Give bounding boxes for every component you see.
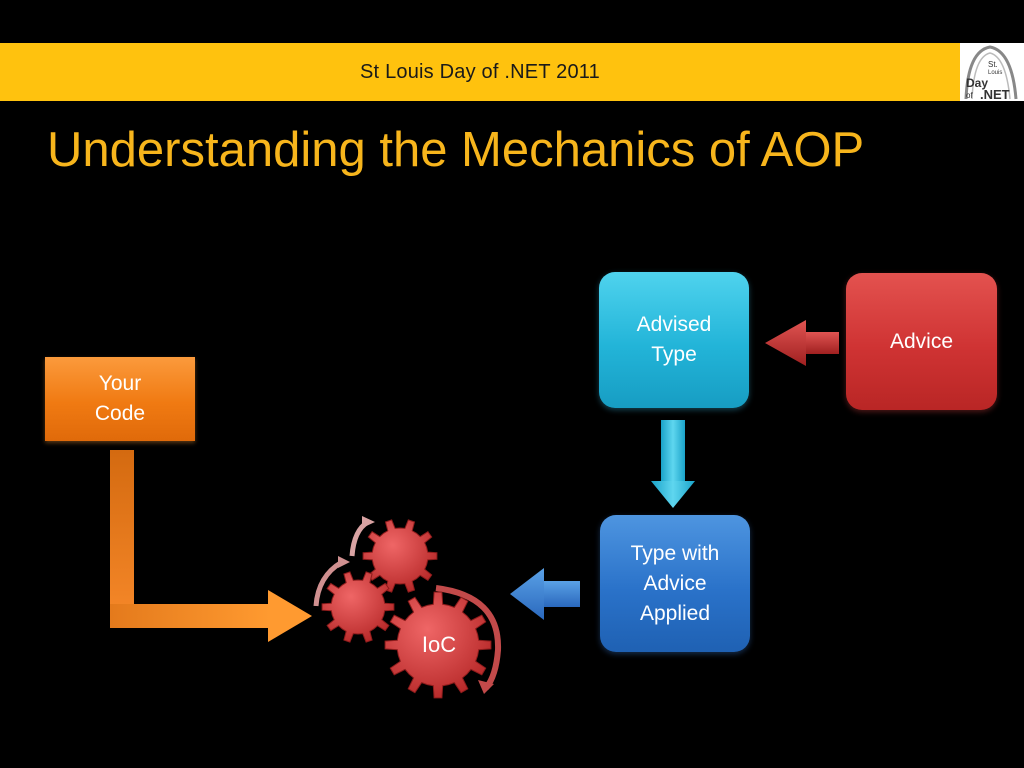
gear-body <box>321 571 395 643</box>
advice-to-advised-type-arrow <box>765 320 839 366</box>
advised-type-to-type-with-advice-arrow <box>651 420 695 508</box>
gear-body <box>384 591 492 699</box>
gear-top-icon <box>362 519 438 593</box>
logo-text-net: .NET <box>980 87 1010 101</box>
your-code-node: Your Code <box>45 357 195 441</box>
event-logo: St. Louis Day of .NET <box>960 43 1024 102</box>
advised-type-node: Advised Type <box>599 272 749 408</box>
gear-main-icon <box>384 591 492 699</box>
type-with-advice-to-ioc-arrow <box>510 568 580 620</box>
rotation-arc-right <box>435 585 502 690</box>
ioc-label: IoC <box>421 632 457 657</box>
logo-text-day: Day <box>966 76 988 90</box>
slide-title: Understanding the Mechanics of AOP <box>47 123 865 177</box>
logo-text-of: of <box>966 91 973 100</box>
type-with-advice-applied-node: Type with Advice Applied <box>600 515 750 652</box>
rotation-arc-top <box>349 519 370 557</box>
gear-body <box>362 519 438 593</box>
advice-node: Advice <box>846 273 997 410</box>
logo-text-st: St. <box>988 60 998 69</box>
gear-left-icon <box>321 571 395 643</box>
ioc-gears <box>313 516 502 699</box>
header-bar: St Louis Day of .NET 2011 <box>0 43 960 101</box>
event-name: St Louis Day of .NET 2011 <box>360 60 600 83</box>
arch-logo-icon: St. Louis Day of .NET <box>964 45 1018 102</box>
logo-text-louis: Louis <box>988 70 1002 76</box>
your-code-to-ioc-arrow <box>110 450 312 642</box>
